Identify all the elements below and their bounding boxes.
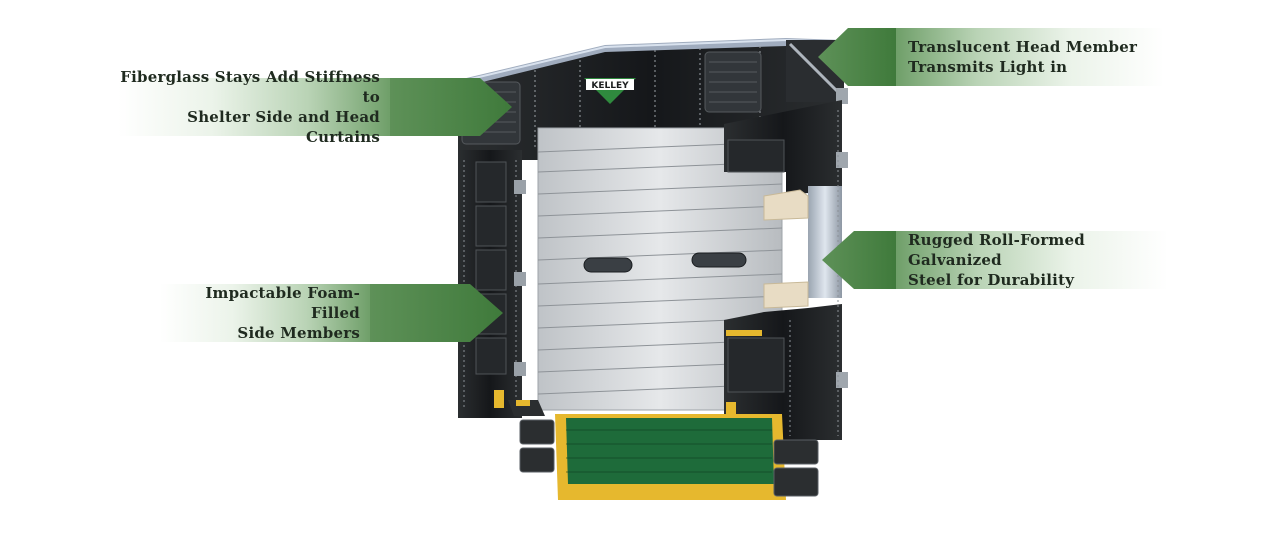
callout-line: Translucent Head Member [908,38,1138,56]
dock-leveler [508,400,786,500]
dock-bumpers [519,419,819,497]
callout-line: Rugged Roll-Formed Galvanized [908,231,1085,269]
callout-line: Impactable Foam-Filled [205,284,360,322]
callout-translucent-head-member: Translucent Head Member Transmits Light … [896,28,1164,86]
callout-galvanized-steel: Rugged Roll-Formed Galvanized Steel for … [896,231,1168,289]
callout-arrows [370,28,896,342]
kelley-logo: KELLEY [584,78,636,104]
foam-core [763,189,809,309]
arrow-fiberglass-stays [390,78,512,136]
arrow-foam-filled-side-members [370,284,503,342]
arrow-translucent-head-member [818,28,896,86]
callout-fiberglass-stays: Fiberglass Stays Add Stiffness to Shelte… [118,68,390,146]
logo-text: KELLEY [591,81,629,91]
callout-line: Shelter Side and Head Curtains [187,108,380,146]
arrow-galvanized-steel [822,231,896,289]
right-side-member [724,100,848,440]
galvanized-steel-frame [808,186,842,298]
vent-right [704,51,762,113]
callout-line: Transmits Light in [908,58,1068,76]
callout-foam-filled-side-members: Impactable Foam-Filled Side Members [160,284,370,342]
callout-line: Steel for Durability [908,271,1075,289]
callout-line: Side Members [237,324,360,342]
callout-line: Fiberglass Stays Add Stiffness to [120,68,380,106]
